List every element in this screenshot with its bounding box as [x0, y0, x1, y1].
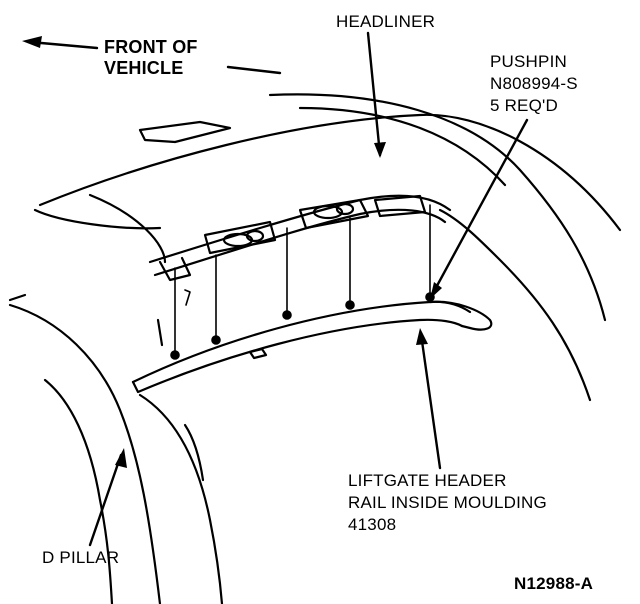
front-arrow-icon: [22, 36, 42, 48]
liftgate-moulding-line-1: LIFTGATE HEADER: [348, 471, 507, 490]
headliner-label: HEADLINER: [336, 12, 436, 31]
liftgate-moulding-line-3: 41308: [348, 515, 397, 534]
header-panel: [158, 194, 427, 282]
liftgate-moulding-line-2: RAIL INSIDE MOULDING: [348, 493, 547, 512]
front-of-vehicle-label: FRONT OF VEHICLE: [104, 37, 198, 79]
pushpin-label: PUSHPIN N808994-S 5 REQ'D: [490, 51, 578, 117]
d-pillar-outline: [8, 293, 224, 604]
pushpin-arrow-icon: [430, 282, 442, 299]
pushpin-line-2: N808994-S: [490, 74, 578, 93]
d-pillar-label: D PILLAR: [42, 548, 120, 567]
figure-number: N12988-A: [514, 574, 594, 593]
liftgate-moulding-label: LIFTGATE HEADER RAIL INSIDE MOULDING 413…: [348, 470, 547, 536]
leader-lines: [28, 31, 529, 547]
front-of-vehicle-line-1: FRONT OF: [104, 37, 198, 57]
moulding-arrow-icon: [416, 328, 428, 345]
arrowheads: [22, 36, 442, 468]
pushpin-line-3: 5 REQ'D: [490, 96, 558, 115]
header-rail-moulding: [131, 300, 493, 394]
pushpin-line-1: PUSHPIN: [490, 52, 567, 71]
headliner-outline: [33, 93, 622, 402]
front-of-vehicle-line-2: VEHICLE: [104, 58, 184, 78]
pushpins: [170, 204, 435, 360]
d-pillar-arrow-icon: [115, 448, 127, 468]
